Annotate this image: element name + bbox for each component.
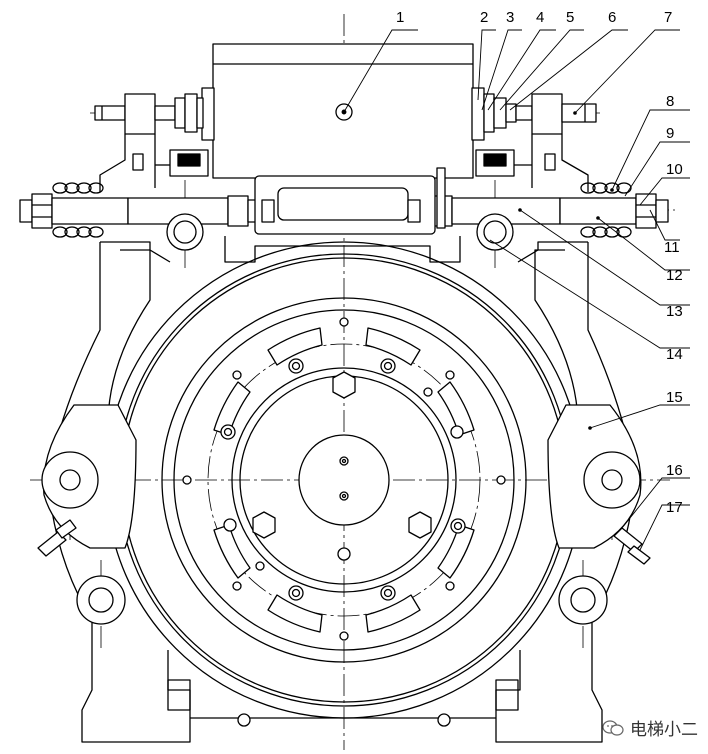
- callout-6: 6: [608, 9, 616, 26]
- callout-9: 9: [666, 125, 674, 142]
- drum-slots: [213, 327, 475, 633]
- spring-right: [580, 182, 632, 238]
- callout-14: 14: [666, 346, 683, 363]
- leader-lines: [343, 29, 690, 551]
- spring-rod: [19, 193, 669, 229]
- brake-arm-left: [41, 404, 137, 625]
- callout-13: 13: [666, 303, 683, 320]
- callout-12: 12: [666, 267, 683, 284]
- side-adjust-bolts: [37, 519, 651, 565]
- callout-4: 4: [536, 9, 544, 26]
- callout-15: 15: [666, 389, 683, 406]
- callout-16: 16: [666, 462, 683, 479]
- hex-bolts: [252, 371, 432, 539]
- bolt-holes: [182, 317, 506, 641]
- machine-outline: [19, 43, 669, 743]
- callout-17: 17: [666, 499, 683, 516]
- callout-7: 7: [664, 9, 672, 26]
- callouts: 1 2 3 4 5 6 7 8 9 10 11 12 13 14 15 16 1…: [396, 9, 683, 516]
- callout-8: 8: [666, 93, 674, 110]
- brake-arm-right: [547, 404, 642, 625]
- wechat-icon: [602, 719, 624, 736]
- watermark: 电梯小二: [602, 715, 698, 740]
- spring-left: [52, 182, 104, 238]
- callout-10: 10: [666, 161, 683, 178]
- callout-11: 11: [664, 239, 680, 256]
- callout-5: 5: [566, 9, 574, 26]
- callout-2: 2: [480, 9, 488, 26]
- callout-3: 3: [506, 9, 514, 26]
- watermark-text: 电梯小二: [630, 720, 698, 740]
- callout-1: 1: [396, 9, 404, 26]
- release-shaft: [94, 93, 597, 135]
